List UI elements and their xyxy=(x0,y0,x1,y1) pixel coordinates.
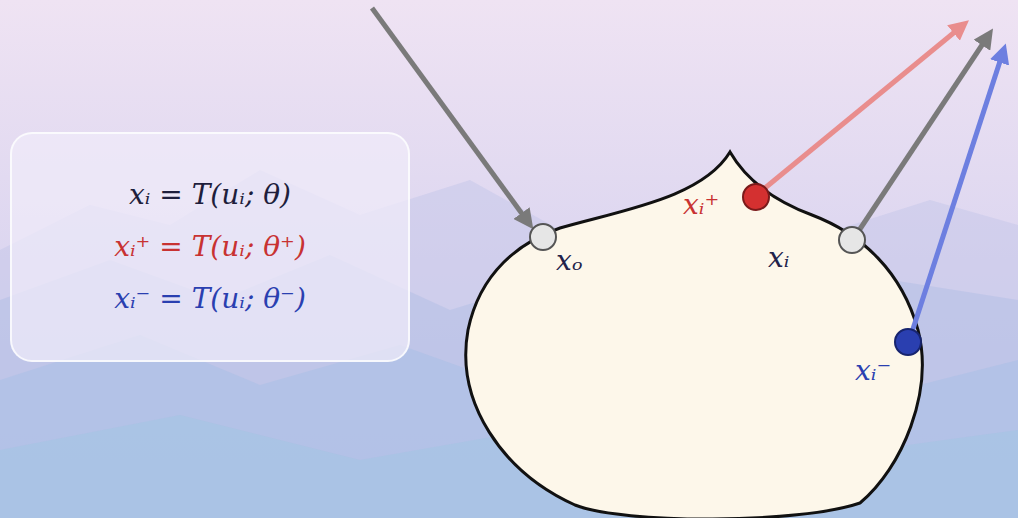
formula-box: xᵢ = T(uᵢ; θ)xᵢ⁺ = T(uᵢ; θ⁺)xᵢ⁻ = T(uᵢ; … xyxy=(10,132,410,362)
point-label: xᵢ⁺ xyxy=(683,190,719,221)
formula-line: xᵢ = T(uᵢ; θ) xyxy=(129,169,291,221)
formula-line: xᵢ⁻ = T(uᵢ; θ⁻) xyxy=(114,273,306,325)
point-label: xᵢ⁻ xyxy=(855,356,891,387)
point-label: xₒ xyxy=(556,246,583,277)
formula-line: xᵢ⁺ = T(uᵢ; θ⁺) xyxy=(114,221,306,273)
point-label: xᵢ xyxy=(768,243,789,274)
